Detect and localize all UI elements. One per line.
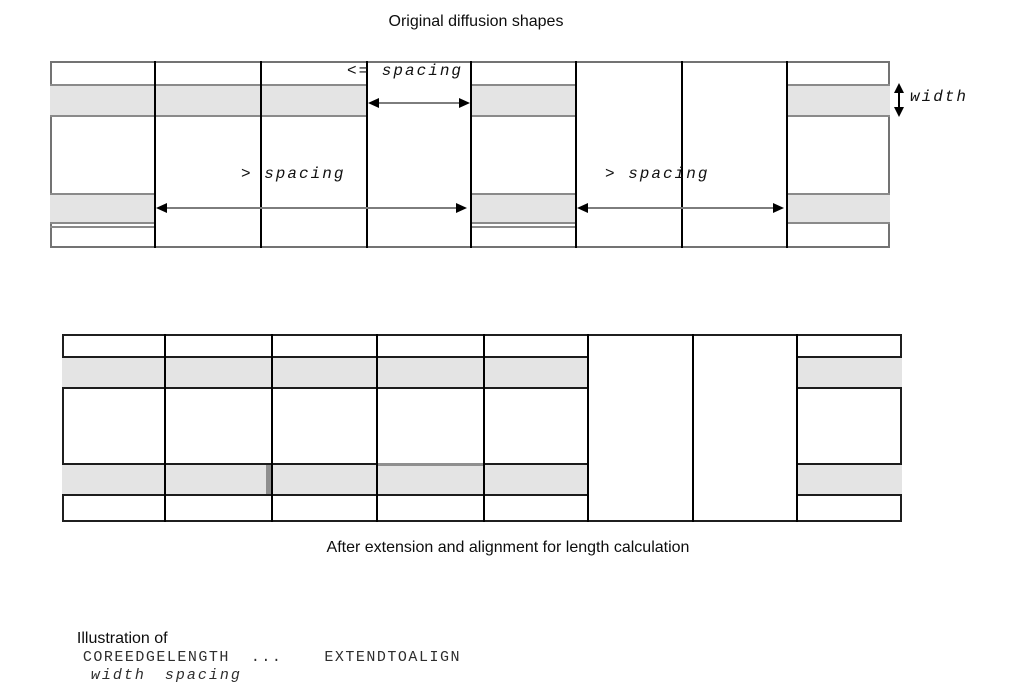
footer-prefix-text: Illustration of <box>76 630 168 647</box>
arrow-left-head-icon <box>577 203 588 213</box>
figure-title: Original diffusion shapes <box>388 13 564 30</box>
column-line <box>692 334 694 522</box>
column-line <box>260 61 262 248</box>
extended-diffusion-bar <box>797 356 902 389</box>
footer-caption: Illustration of COREEDGELENGTH ... EXTEN… <box>68 612 461 684</box>
extended-diffusion-bar <box>62 356 588 389</box>
spacing-gt-left-label: > spacing <box>241 165 346 183</box>
diffusion-bar <box>787 193 890 224</box>
column-line <box>376 334 378 522</box>
arrow-right-head-icon <box>773 203 784 213</box>
extension-seam-line <box>377 463 484 466</box>
arrow-left-head-icon <box>368 98 379 108</box>
column-line <box>366 61 368 248</box>
extended-diffusion-bar <box>62 463 588 496</box>
column-line <box>483 334 485 522</box>
extension-seam-mark <box>266 465 271 494</box>
column-line <box>575 61 577 248</box>
column-line <box>796 334 798 522</box>
bottom-diagram-outline <box>62 334 902 522</box>
diffusion-bar <box>50 84 367 117</box>
spacing-le-label: <= spacing <box>347 62 464 80</box>
footer-keyword-text: COREEDGELENGTH ... EXTENDTOALIGN <box>82 649 461 666</box>
width-label: width <box>910 88 969 106</box>
spacing-gt-right-label: > spacing <box>605 165 710 183</box>
spacing-le-arrow <box>368 98 470 108</box>
arrow-up-head-icon <box>894 83 904 93</box>
arrow-shaft <box>588 207 773 209</box>
bottom-diagram-caption: After extension and alignment for length… <box>326 539 690 556</box>
extended-diffusion-bar <box>797 463 902 496</box>
arrow-shaft <box>898 93 900 107</box>
column-line <box>271 334 273 522</box>
arrow-shaft <box>379 102 459 104</box>
column-line <box>164 334 166 522</box>
diffusion-bar <box>471 84 576 117</box>
diffusion-bar <box>50 193 155 224</box>
shape-outline-line <box>50 226 155 228</box>
shape-outline-line <box>471 226 576 228</box>
column-line <box>154 61 156 248</box>
width-arrow <box>894 83 904 117</box>
column-line <box>786 61 788 248</box>
spacing-gt-arrow-right <box>577 203 784 213</box>
spacing-gt-arrow-left <box>156 203 467 213</box>
arrow-shaft <box>167 207 456 209</box>
footer-params-text: width spacing <box>90 667 242 684</box>
diffusion-bar <box>471 193 576 224</box>
arrow-down-head-icon <box>894 107 904 117</box>
arrow-left-head-icon <box>156 203 167 213</box>
column-line <box>681 61 683 248</box>
column-line <box>587 334 589 522</box>
column-line <box>470 61 472 248</box>
diffusion-bar <box>787 84 890 117</box>
arrow-right-head-icon <box>456 203 467 213</box>
arrow-right-head-icon <box>459 98 470 108</box>
